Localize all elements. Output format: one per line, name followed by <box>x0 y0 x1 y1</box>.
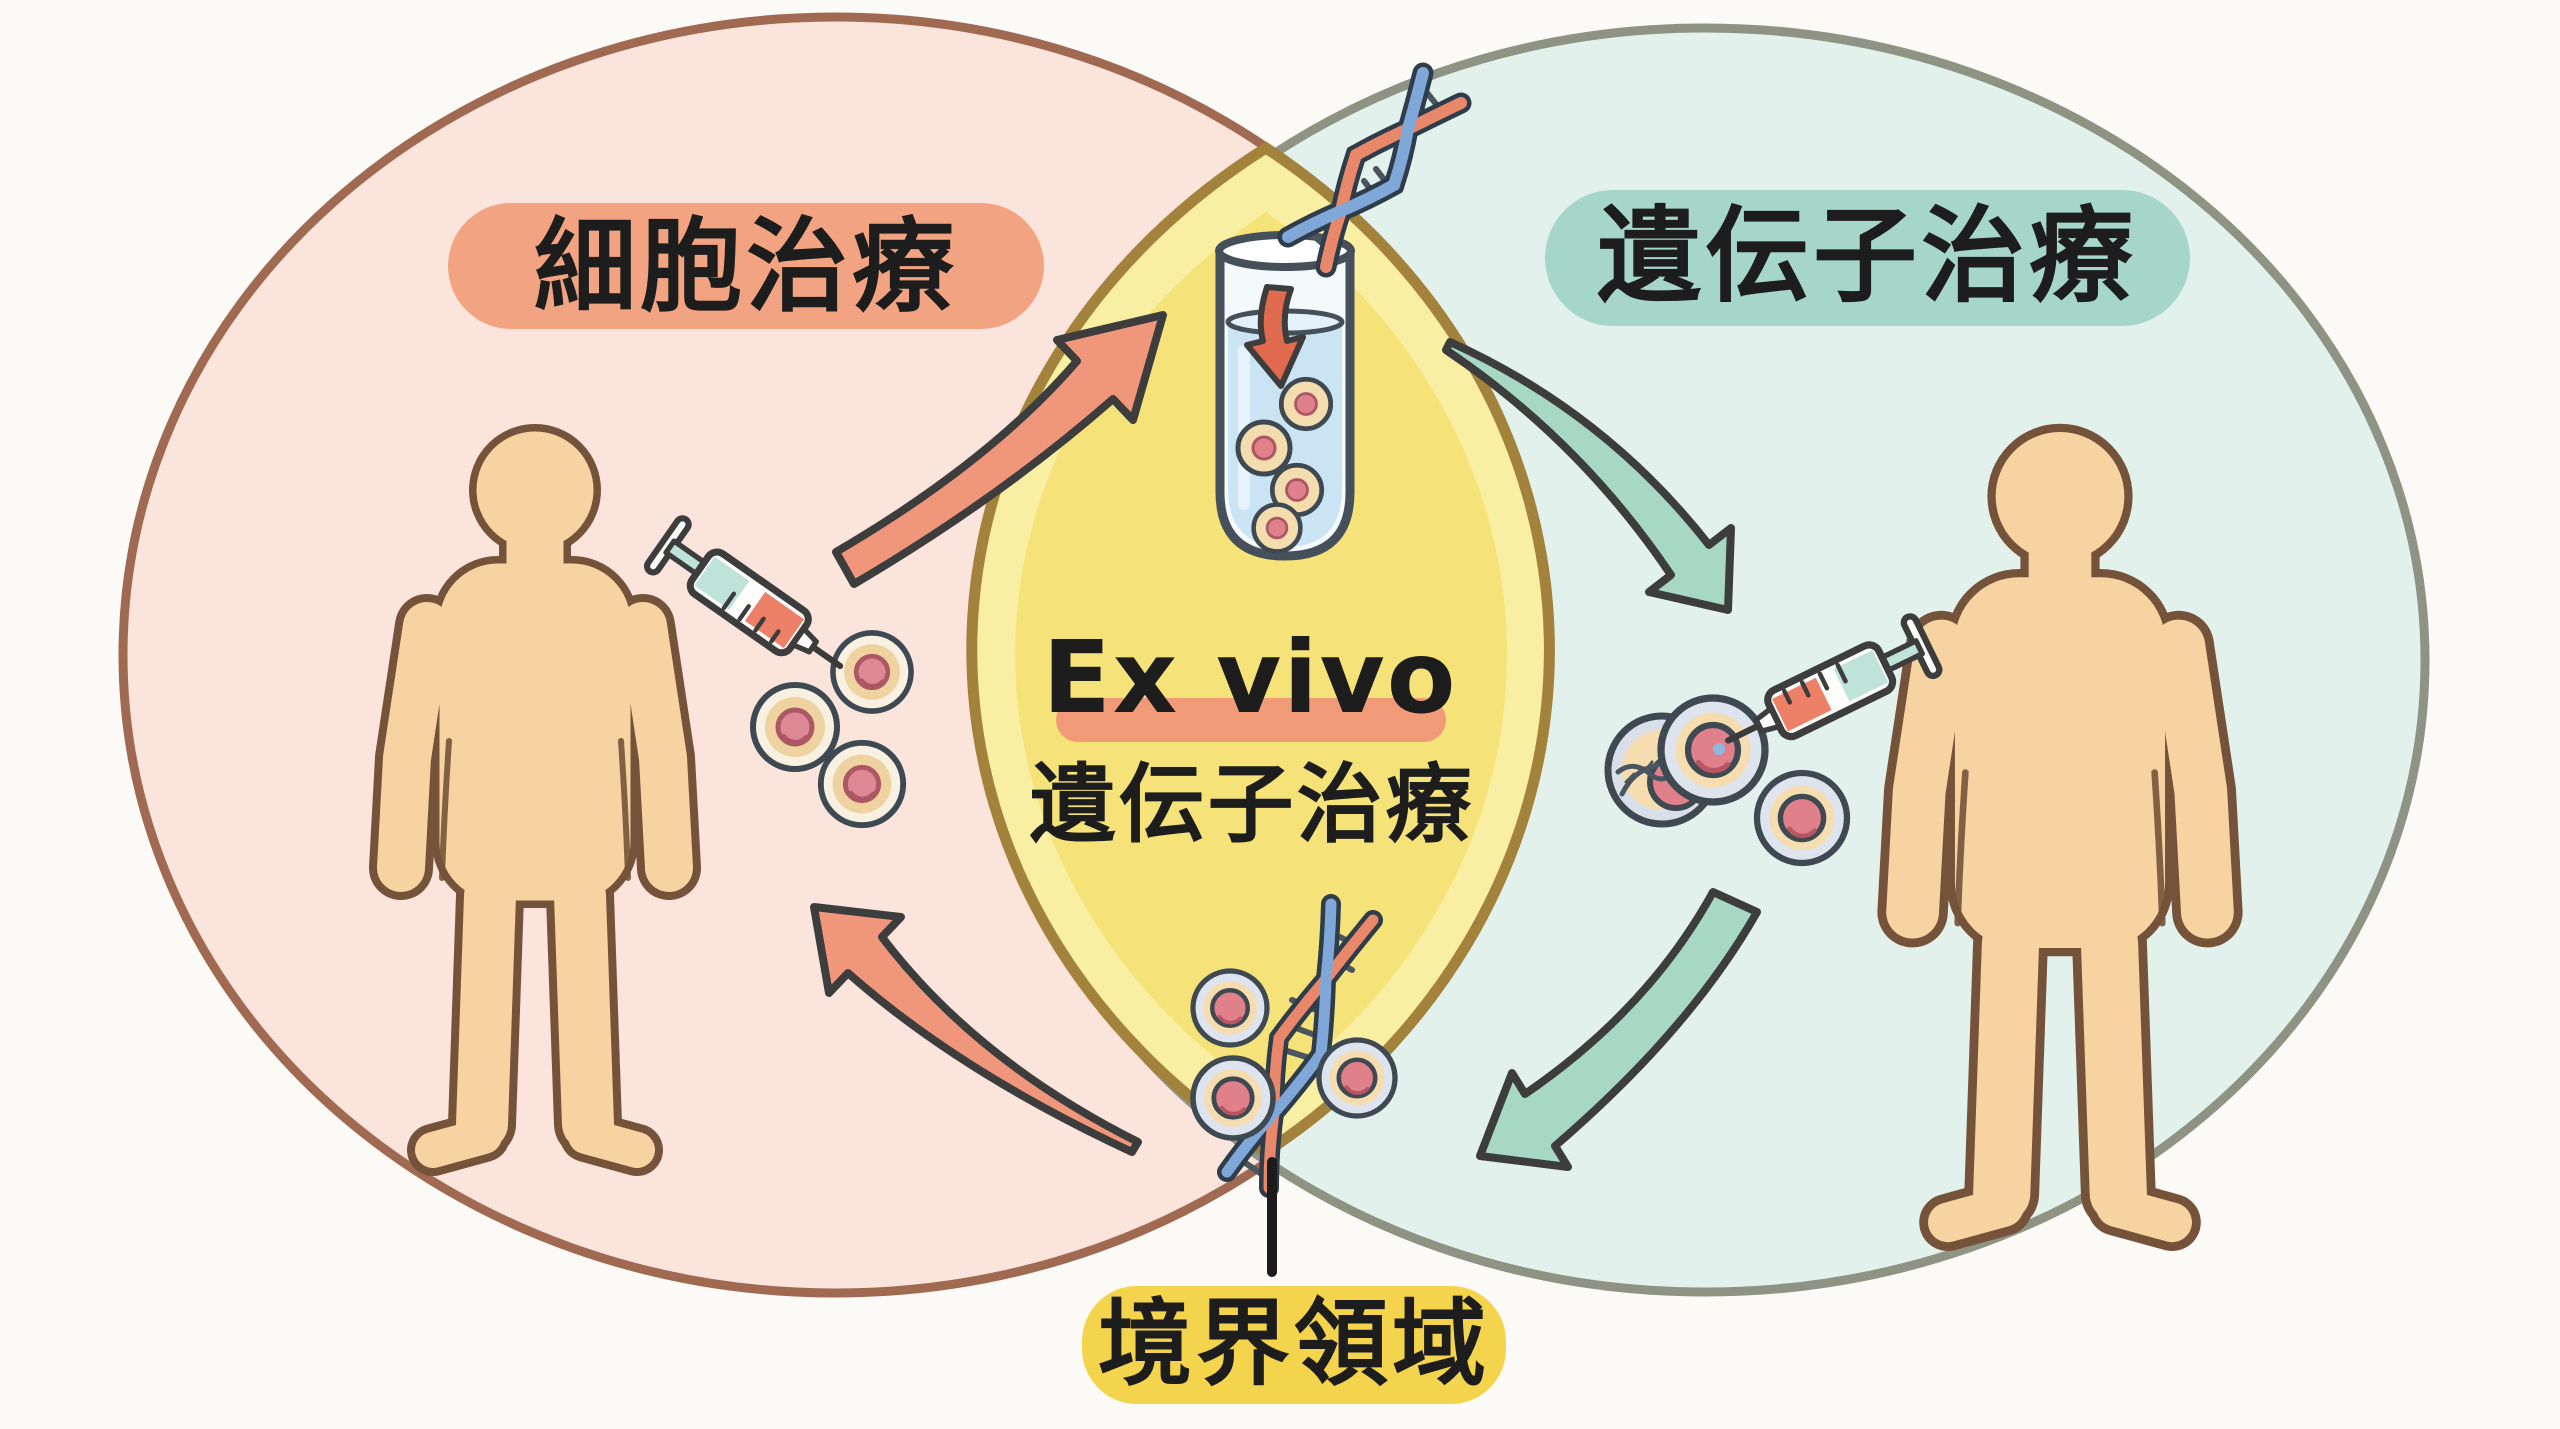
arrow-left-to-center <box>832 311 1167 588</box>
cell-icon <box>1661 698 1765 802</box>
overlap-lens-inner <box>1015 212 1508 1096</box>
cell-icon <box>1319 1040 1395 1116</box>
cell-icon <box>1193 1058 1273 1138</box>
arrow-center-to-right <box>1442 338 1735 614</box>
arrow-center-to-left <box>810 903 1142 1156</box>
cell-icon <box>1757 773 1847 863</box>
test-tube-icon <box>1215 231 1355 561</box>
cell-icon <box>833 633 911 711</box>
overlap-title-underline <box>1056 698 1446 742</box>
left-region-label-bg <box>448 203 1044 329</box>
boundary-label: 境界領域 <box>1098 1290 1490 1399</box>
cell-icon <box>821 743 903 825</box>
overlap-title: Ex vivo <box>1043 619 1458 736</box>
down-arrow-icon <box>1244 284 1306 389</box>
overlap-subtitle: 遺伝子治療 <box>1030 755 1475 855</box>
cell-icon <box>1193 971 1267 1045</box>
boundary-label-bg <box>1082 1286 1506 1404</box>
right-region-label: 遺伝子治療 <box>1597 195 2137 317</box>
cell-icon <box>1254 505 1301 552</box>
arrow-right-to-center <box>1476 888 1761 1171</box>
cell-icon <box>1281 379 1330 428</box>
dna-icon <box>1277 62 1472 278</box>
cell-icon <box>753 685 837 769</box>
cell-icon <box>1238 422 1290 474</box>
left-region-label: 細胞治療 <box>534 208 958 327</box>
droplet-icon <box>1713 743 1725 755</box>
right-region-label-bg <box>1545 190 2190 326</box>
